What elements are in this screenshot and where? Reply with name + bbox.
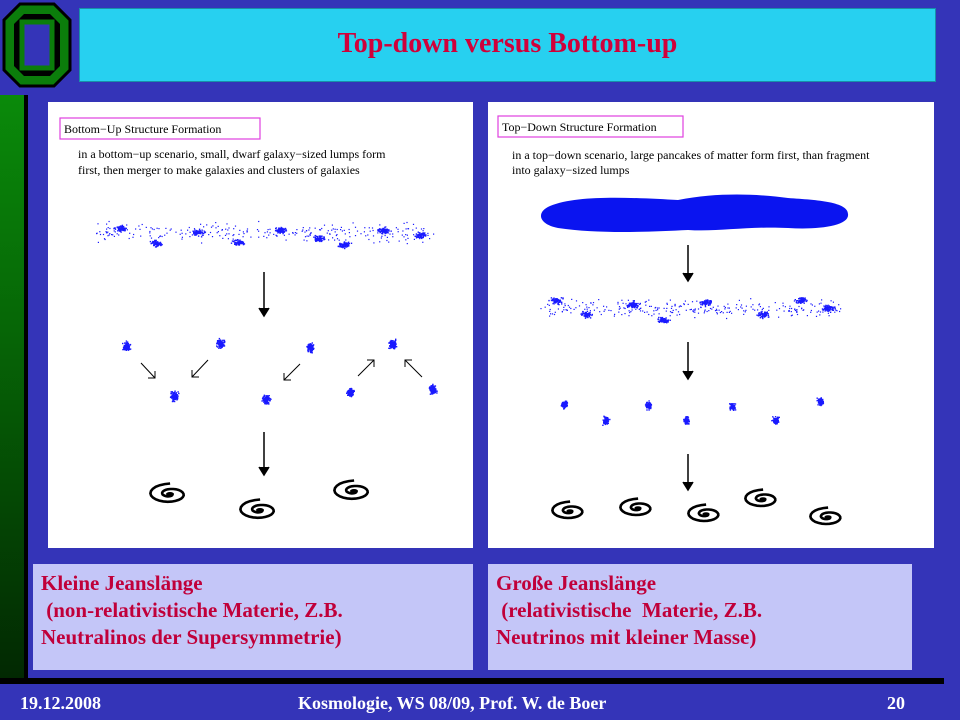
bottom-up-figure: Bottom−Up Structure Formation in a botto… xyxy=(48,102,473,548)
left-note-box: Kleine Jeanslänge (non-relativistische M… xyxy=(33,564,473,670)
top-down-heading: Top−Down Structure Formation xyxy=(502,120,657,134)
bottom-up-text-line1: in a bottom−up scenario, small, dwarf ga… xyxy=(78,147,386,161)
bottom-up-heading-box xyxy=(59,117,261,140)
slide-title: Top-down versus Bottom-up xyxy=(337,28,678,59)
title-banner: Top-down versus Bottom-up xyxy=(79,8,936,82)
fragment-lumps xyxy=(540,297,842,426)
right-note-line3: Neutrinos mit kleiner Masse) xyxy=(496,625,757,649)
bottom-up-diagram: Bottom−Up Structure Formation in a botto… xyxy=(59,117,438,520)
down-arrow-icon xyxy=(682,342,694,381)
matter-pancake xyxy=(540,194,849,232)
top-down-text-line1: in a top−down scenario, large pancakes o… xyxy=(512,148,870,162)
top-down-diagram: Top−Down Structure Formation in a top−do… xyxy=(497,115,870,526)
footer-page-number: 20 xyxy=(887,693,905,713)
left-note-line3: Neutralinos der Supersymmetrie) xyxy=(41,625,342,649)
down-arrow-icon xyxy=(258,272,270,318)
right-note-line2: (relativistische Materie, Z.B. xyxy=(496,598,763,622)
top-down-figure: Top−Down Structure Formation in a top−do… xyxy=(488,102,934,548)
down-arrow-icon xyxy=(258,432,270,477)
left-note-line1: Kleine Jeanslänge xyxy=(41,571,203,595)
footer-course: Kosmologie, WS 08/09, Prof. W. de Boer xyxy=(298,693,607,713)
footer-divider xyxy=(0,678,944,684)
right-note-box: Große Jeanslänge (relativistische Materi… xyxy=(488,564,912,670)
left-green-bar-shadow xyxy=(24,95,28,680)
left-note-line2: (non-relativistische Materie, Z.B. xyxy=(41,598,343,622)
right-note-line1: Große Jeanslänge xyxy=(496,571,657,595)
bottom-up-text-line2: first, then merger to make galaxies and … xyxy=(78,163,360,177)
spiral-galaxies xyxy=(551,488,842,526)
university-logo-icon xyxy=(2,2,72,88)
top-down-heading-box xyxy=(497,115,684,138)
down-arrow-icon xyxy=(682,245,694,283)
footer-date: 19.12.2008 xyxy=(20,693,101,713)
galaxy-lumps xyxy=(122,337,438,405)
merge-arrows-icon xyxy=(140,359,423,381)
top-down-text-line2: into galaxy−sized lumps xyxy=(512,163,630,177)
bottom-up-heading: Bottom−Up Structure Formation xyxy=(64,122,221,136)
spiral-galaxies xyxy=(149,479,370,520)
left-green-bar xyxy=(0,95,24,680)
down-arrow-icon xyxy=(682,454,694,492)
dwarf-lumps-row xyxy=(96,220,435,250)
